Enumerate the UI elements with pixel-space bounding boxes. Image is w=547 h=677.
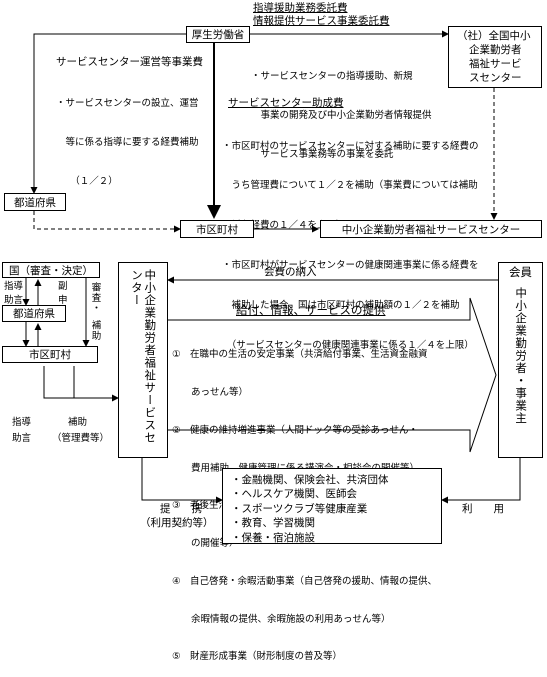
label-jogen-2: 助言 — [12, 433, 32, 444]
benefit-item: ⑤ 財産形成事業（財形制度の普及等） — [172, 651, 343, 663]
label-hojo-2: 補助 — [68, 417, 88, 428]
note-itaku-line: サービス事業務等の事業を委託 — [251, 149, 394, 160]
benefit-item: あっせん等） — [172, 386, 249, 398]
member-vertical-label: 中小企業勤労者・事業主 — [514, 287, 529, 425]
partner-item: ・教育、学習機関 — [231, 517, 315, 530]
note-josei-line: 対象経費の１／４を上限） — [222, 220, 346, 232]
note-josei: ・市区町村のサービスセンターに対する補助に要する経費の うち管理費について１／２… — [222, 113, 479, 366]
benefit-item: ② 健康の維持増進事業（人間ドック等の受診あっせん・ — [172, 424, 419, 436]
label-hojo: 補助 — [89, 320, 101, 341]
note-josei-line: ・市区町村がサービスセンターの健康関連事業に係る経費を — [222, 260, 479, 272]
federation-line-1: （社）全国中小 — [457, 30, 531, 42]
note-unei: ・サービスセンターの設立、運営 等に係る指導に要する経費補助 （１／２） — [56, 71, 199, 201]
node-kuni: 国（審査・決定） — [2, 262, 100, 278]
node-service-center: 中小企業勤労者福祉サービスセンター — [118, 262, 168, 458]
label-jogen-1: 助言 — [4, 295, 24, 306]
note-josei-line: うち管理費について１／２を補助（事業費については補助 — [222, 180, 478, 192]
note-unei-line: 等に係る指導に要する経費補助 — [56, 137, 199, 148]
partner-item: ・保養・宿泊施設 — [231, 531, 315, 544]
note-itaku: ・サービスセンターの指導援助、新規 事業の開発及び中小企業勤労者情報提供 サービ… — [251, 44, 432, 174]
label-riyou: 利 用 — [462, 503, 504, 515]
node-center-top: 中小企業勤労者福祉サービスセンター — [320, 220, 542, 238]
label-fuku: 副 — [58, 281, 68, 292]
label-riyou-keiyaku: （利用契約等） — [140, 517, 214, 529]
benefit-item: ④ 自己啓発・余暇活動事業（自己啓発の援助、情報の提供、 — [172, 575, 438, 587]
service-center-vertical-label: 中小企業勤労者福祉サービスセンター — [130, 269, 158, 444]
node-municipality-bottom: 市区町村 — [2, 346, 98, 363]
arrow-ministry-to-prefecture — [30, 33, 186, 194]
dashed-prefecture-to-municipality — [33, 211, 181, 233]
prefecture-label: 都道府県 — [14, 196, 56, 209]
label-unei-jigyohi: サービスセンター運営等事業費 — [56, 56, 203, 68]
ministry-label: 厚生労働省 — [191, 29, 245, 41]
center-label: 中小企業勤労者福祉サービスセンター — [341, 223, 521, 236]
note-itaku-line: 事業の開発及び中小企業勤労者情報提供 — [251, 110, 432, 121]
label-fee: 会費の納入 — [264, 266, 317, 278]
note-unei-line: ・サービスセンターの設立、運営 — [56, 98, 199, 109]
node-ministry: 厚生労働省 — [186, 26, 250, 43]
node-prefecture-bottom: 都道府県 — [2, 305, 66, 322]
label-shin: 申 — [58, 295, 68, 306]
label-shido-2: 指導 — [12, 417, 32, 428]
benefit-item: ① 在職中の生活の安定事業（共済給付事業、生活資金融資 — [172, 349, 428, 361]
prefecture-bottom-label: 都道府県 — [13, 308, 55, 320]
label-joho-itaku: 情報提供サービス事業委託費 — [253, 15, 390, 27]
partner-item: ・金融機関、保険会社、共済団体 — [231, 474, 389, 486]
municipality-bottom-label: 市区町村 — [29, 349, 71, 361]
municipality-label: 市区町村 — [196, 223, 238, 236]
benefits-arrow — [168, 297, 497, 453]
note-josei-line: （サービスセンターの健康関連事業に係る１／４を上限） — [222, 340, 474, 352]
node-municipality-top: 市区町村 — [180, 220, 254, 238]
label-shido-itaku: 指導援助業務委託費 — [253, 2, 348, 14]
note-josei-line: 補助した場合、国は市区町村の補助額の１／２を補助 — [222, 300, 460, 312]
benefit-item: の開催等） — [172, 538, 239, 550]
partner-item: ・ヘルスケア機関、医師会 — [231, 488, 357, 501]
partner-item: ・スポーツクラブ等健康産業 — [231, 502, 368, 515]
member-title: 会員 — [509, 265, 532, 279]
label-teikei: 提 携 — [160, 503, 202, 515]
benefits-title: 給付、情報、サービスの提供 — [236, 303, 386, 317]
note-itaku-line: ・サービスセンターの指導援助、新規 — [251, 71, 413, 82]
node-prefecture-top: 都道府県 — [4, 193, 66, 211]
label-josei-hi: サービスセンター助成費 — [228, 97, 344, 109]
connector-lines — [22, 30, 521, 504]
federation-line-4: スセンター — [469, 72, 522, 84]
note-unei-line: （１／２） — [56, 176, 118, 187]
node-member: 会員 中小企業勤労者・事業主 — [498, 262, 543, 458]
label-shinsa: 審査・ — [89, 282, 101, 314]
federation-line-3: 福祉サービ — [469, 58, 522, 70]
partners-box: ・金融機関、保険会社、共済団体 ・ヘルスケア機関、医師会 ・スポーツクラブ等健康… — [222, 468, 442, 544]
node-federation: （社）全国中小 企業勤労者 福祉サービ スセンター — [448, 26, 542, 88]
label-kanrihi: （管理費等） — [52, 433, 110, 444]
federation-line-2: 企業勤労者 — [469, 44, 522, 56]
kuni-label: 国（審査・決定） — [9, 264, 93, 277]
label-shido-1: 指導 — [4, 281, 24, 292]
note-josei-line: ・市区町村のサービスセンターに対する補助に要する経費の — [222, 140, 479, 152]
benefit-item: 余暇情報の提供、余暇施設の利用あっせん等） — [172, 613, 391, 625]
